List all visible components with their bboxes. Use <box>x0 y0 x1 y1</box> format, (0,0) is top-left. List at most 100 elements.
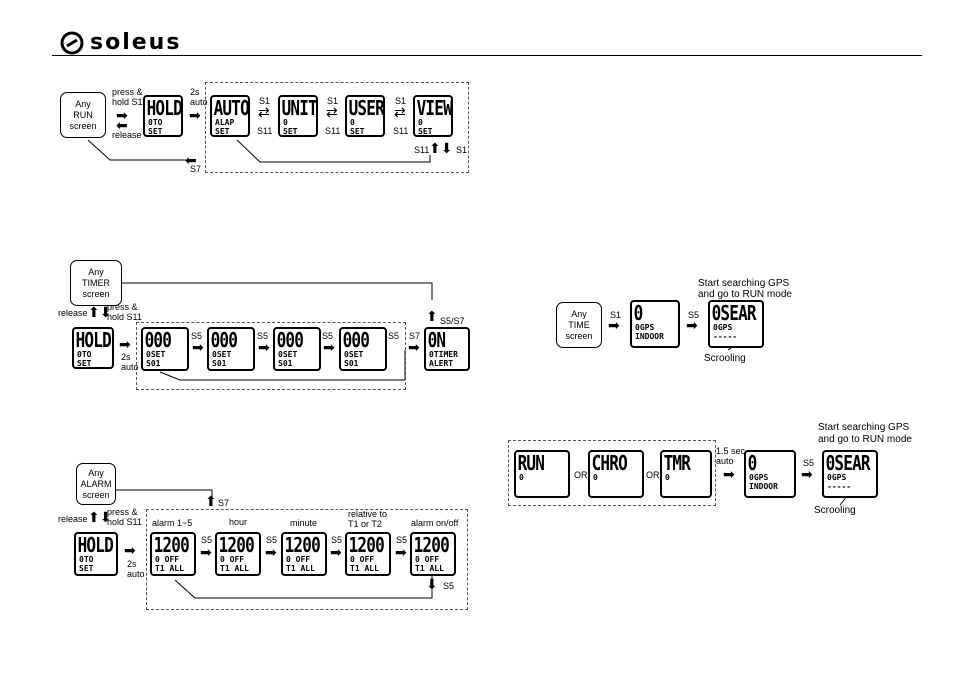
d4-s5-label: S5 <box>688 310 700 320</box>
screen-line1: AUTO <box>213 96 249 120</box>
screen-line1: UNIT <box>281 96 317 120</box>
d3-caption-hour: hour <box>229 517 248 527</box>
d2-arrow-s7: ➡ <box>408 339 420 355</box>
d3-arrow-a: ➡ <box>200 544 212 560</box>
d4-scrolling-label: Scrooling <box>704 353 746 364</box>
soleus-logo-icon <box>60 31 84 54</box>
screen-line1: 1200 <box>153 533 190 557</box>
screen-line1: VIEW <box>416 96 452 120</box>
d3-arrow-d: ➡ <box>395 544 407 560</box>
screen-line3: S01 <box>212 359 227 368</box>
d4-arrow-b: ➡ <box>686 317 698 333</box>
screen-line1: CHRO <box>591 451 628 475</box>
d3-arrow-up: ⬆ <box>205 493 217 509</box>
screen-line2: 0 <box>519 473 524 482</box>
d1-arrow-auto: ➡ <box>189 107 201 123</box>
d2-screen-hold: HOLD 0TO SET <box>72 327 114 369</box>
screen-line1: HOLD <box>77 533 114 557</box>
screen-line1: USER <box>348 96 384 120</box>
d1-s11-label-b: S11 <box>325 126 341 136</box>
screen-line2: 0TO <box>77 350 92 359</box>
d3-caption-relative: relative to T1 or T2 <box>348 509 388 529</box>
screen-line1: 1200 <box>284 533 321 557</box>
d2-arrow-auto: ➡ <box>119 336 131 352</box>
screen-line1: 0N <box>427 328 446 352</box>
d1-swap-arrow-c: ⇄ <box>394 104 406 120</box>
d1-arrow-back: ⬅ <box>185 152 197 168</box>
d2-screen-1: 000 0SET S01 <box>141 327 189 371</box>
screen-line2: 0 OFF <box>350 555 375 564</box>
screen-line2: 0SET <box>146 350 166 359</box>
d3-press-hold-label: press & hold S11 <box>107 507 142 527</box>
screen-line3: INDOOR <box>635 332 664 341</box>
d2-start-box: Any TIMER screen <box>70 260 122 306</box>
screen-line1: HOLD <box>146 96 182 120</box>
screen-line3: SET <box>283 127 298 136</box>
screen-line1: 0SEAR <box>711 301 757 325</box>
d1-screen-user: USER 0 SET <box>345 95 385 137</box>
screen-line3: T1 ALL <box>415 564 444 573</box>
d2-s5-label-a: S5 <box>191 331 203 341</box>
screen-line1: 1200 <box>218 533 255 557</box>
screen-line2: 0TIMER <box>429 350 458 359</box>
d3-release-label: release <box>58 514 88 524</box>
d1-arrow-left: ⬅ <box>116 117 128 133</box>
d2-s5s7-label: S5/S7 <box>440 316 465 326</box>
screen-line2: 0 <box>418 118 423 127</box>
d3-caption-alarm: alarm 1~5 <box>152 518 193 528</box>
screen-line1: 000 <box>342 328 370 352</box>
screen-line2: 0TO <box>148 118 163 127</box>
d5-auto-label: 1.5 sec auto <box>716 446 746 466</box>
screen-line3: SET <box>350 127 365 136</box>
d5-arrow-a: ➡ <box>723 466 735 482</box>
d1-arrow-right: ➡ <box>116 107 128 123</box>
screen-line2: 0 OFF <box>220 555 245 564</box>
screen-line2: 0SET <box>278 350 298 359</box>
d2-dashed-group <box>136 322 406 390</box>
screen-line3: INDOOR <box>749 482 778 491</box>
d1-release-label: release <box>112 130 142 140</box>
d3-screen-3: 1200 0 OFF T1 ALL <box>281 532 327 576</box>
d3-screen-4: 1200 0 OFF T1 ALL <box>345 532 391 576</box>
d4-screen-2: 0SEAR 0GPS ----- <box>708 300 764 348</box>
screen-line2: 0GPS <box>713 323 733 332</box>
d3-screen-2: 1200 0 OFF T1 ALL <box>215 532 261 576</box>
screen-line3: ----- <box>713 332 738 341</box>
d1-s11-label-d: S11 <box>414 145 430 155</box>
d1-start-box: Any RUN screen <box>60 92 106 138</box>
d1-screen-unit: UNIT 0 SET <box>278 95 318 137</box>
d5-note: Start searching GPS and go to RUN mode <box>818 422 912 445</box>
d1-s11-label-a: S11 <box>257 126 273 136</box>
d3-screen-5: 1200 0 OFF T1 ALL <box>410 532 456 576</box>
d2-auto-label: 2s auto <box>121 352 139 372</box>
screen-line2: 0 OFF <box>286 555 311 564</box>
d1-s11-label-c: S11 <box>393 126 409 136</box>
screen-line1: 0 <box>747 451 758 475</box>
screen-line3: S01 <box>344 359 359 368</box>
d2-s5-label-c: S5 <box>322 331 334 341</box>
d3-arrow-auto: ➡ <box>124 542 136 558</box>
screen-line2: 0 <box>350 118 355 127</box>
d2-arrow-up: ⬆ <box>426 308 438 324</box>
d3-auto-label: 2s auto <box>127 559 145 579</box>
screen-line3: S01 <box>278 359 293 368</box>
d3-updown-arrows: ⬆⬇ <box>88 509 112 525</box>
screen-line2: 0SET <box>212 350 232 359</box>
d2-release-label: release <box>58 308 88 318</box>
d4-arrow-a: ➡ <box>608 317 620 333</box>
screen-line3: SET <box>418 127 433 136</box>
d3-start-box: Any ALARM screen <box>76 463 116 505</box>
d1-s1-label-b: S1 <box>327 96 339 106</box>
d3-arrow-b: ➡ <box>265 544 277 560</box>
d1-updown-arrows: ⬆⬇ <box>429 140 453 156</box>
d5-screen-tmr: TMR 0 <box>660 450 712 498</box>
d1-s1-label-d: S1 <box>456 145 468 155</box>
d3-s5-label-d: S5 <box>396 535 408 545</box>
screen-line1: RUN <box>517 451 545 475</box>
screen-line3: SET <box>215 127 230 136</box>
screen-line3: SET <box>79 564 94 573</box>
d3-s5-label-a: S5 <box>201 535 213 545</box>
d4-screen-1: 0 0GPS INDOOR <box>630 300 680 348</box>
d2-s5-label-b: S5 <box>257 331 269 341</box>
d5-screen-run: RUN 0 <box>514 450 570 498</box>
